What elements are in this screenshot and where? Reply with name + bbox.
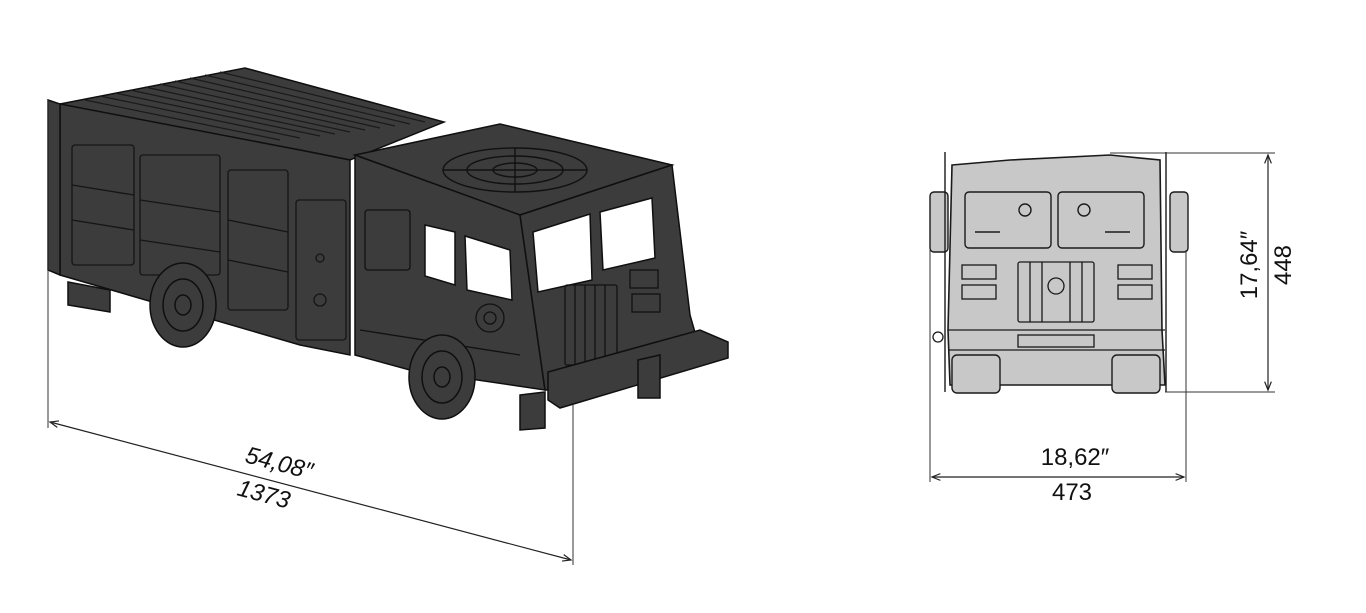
headlights xyxy=(961,264,1153,300)
front-grille-front xyxy=(1017,261,1095,323)
rear-bumper xyxy=(67,281,111,313)
fire-truck-front-view xyxy=(929,152,1189,394)
windshield xyxy=(964,191,1145,249)
width-inches-label: 18,62″ xyxy=(1041,444,1110,471)
length-mm-label: 1373 xyxy=(234,475,293,515)
wheels-iso xyxy=(149,262,476,420)
front-bumper-front xyxy=(932,329,1165,351)
roof-slats xyxy=(84,71,426,141)
width-dimension: 18,62″ 473 xyxy=(929,250,1187,506)
width-mm-label: 473 xyxy=(1052,479,1092,506)
cab-windows xyxy=(424,197,656,301)
roof-emblem xyxy=(442,147,588,193)
height-mm-label: 448 xyxy=(1270,245,1297,285)
fire-truck-isometric-view xyxy=(47,67,729,431)
rear-wheel xyxy=(149,262,217,348)
height-inches-label: 17,64″ xyxy=(1236,230,1263,299)
front-wheels xyxy=(951,354,1161,394)
front-wheel xyxy=(408,334,476,420)
front-grille xyxy=(564,269,661,366)
truck-rear-body xyxy=(47,67,447,356)
side-compartments xyxy=(71,144,347,341)
height-dimension: 17,64″ 448 xyxy=(1110,152,1297,393)
side-mirrors xyxy=(929,152,1189,392)
